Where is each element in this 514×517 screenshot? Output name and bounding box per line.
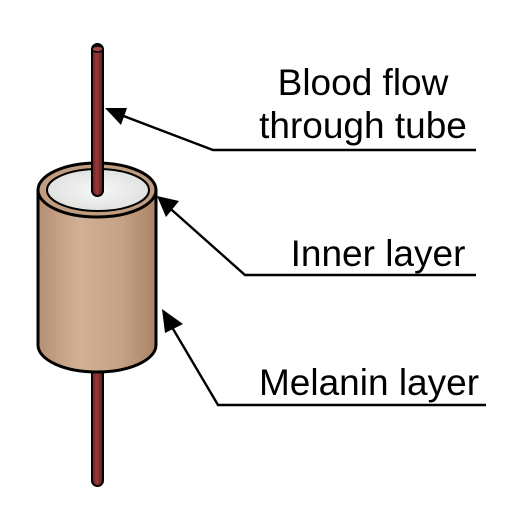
melanin-layer-label: Melanin layer: [259, 362, 479, 403]
melanin-layer-arrowhead: [162, 309, 183, 333]
tube-top-cap: [91, 45, 104, 53]
melanin-layer-leader-line: [164, 316, 486, 407]
inner-layer-arrowhead: [157, 196, 179, 217]
blood-flow-label-line1: Blood flow: [278, 62, 449, 103]
melanin-layer-cylinder: [36, 188, 158, 374]
inner-layer-label: Inner layer: [291, 233, 466, 274]
blood-flow-label-line2: through tube: [259, 105, 467, 146]
blood-flow-arrowhead: [105, 108, 127, 125]
tube-top: [91, 43, 104, 197]
inner-layer-leader-line: [163, 202, 476, 277]
blood-flow-leader-line: [112, 110, 476, 152]
